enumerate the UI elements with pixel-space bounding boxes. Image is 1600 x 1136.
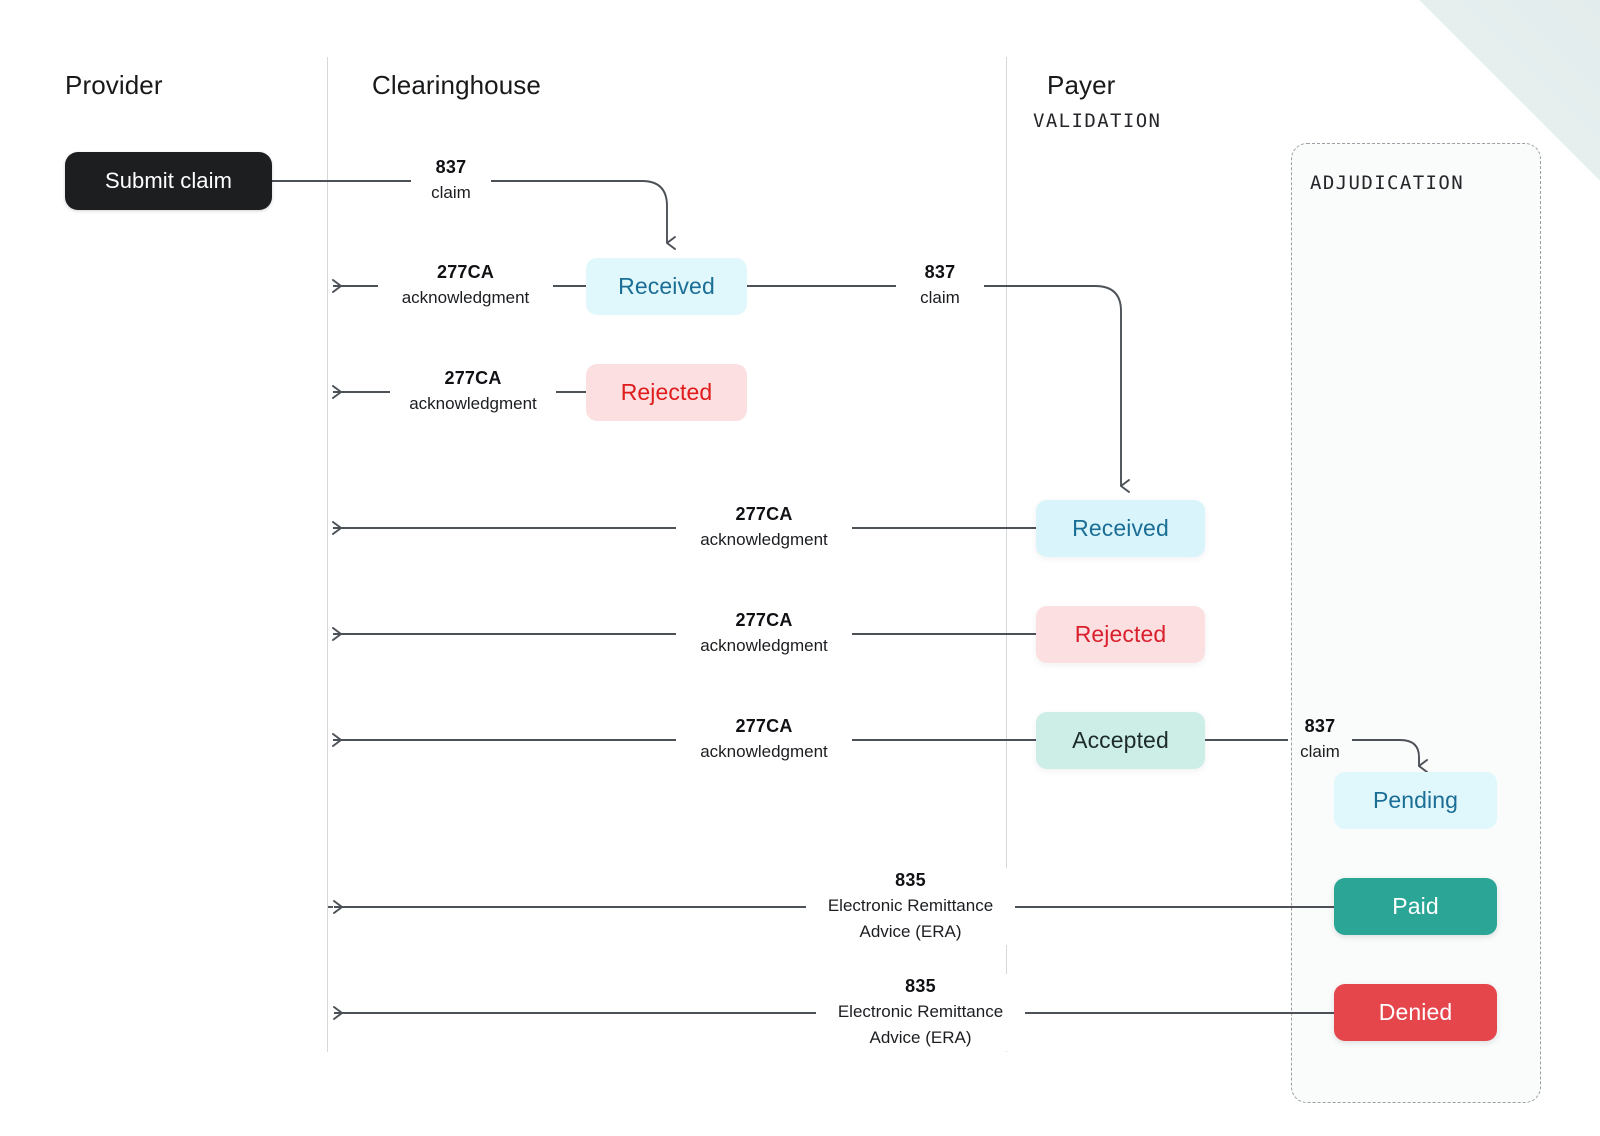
edge-label-277ca-ack-1: 277CA acknowledgment	[378, 260, 553, 311]
edge-desc: acknowledgment	[700, 636, 828, 655]
edge-label-277ca-ack-2: 277CA acknowledgment	[390, 366, 556, 417]
lane-divider-clearinghouse-payer	[1006, 57, 1007, 1052]
edge-label-837-claim-1: 837 claim	[411, 155, 491, 206]
edge-desc-line2: Advice (ERA)	[859, 922, 962, 941]
state-chip-payer-rejected[interactable]: Rejected	[1036, 606, 1205, 663]
edge-label-835-era-2: 835 Electronic Remittance Advice (ERA)	[816, 974, 1025, 1051]
lane-subtitle-validation: VALIDATION	[1033, 110, 1162, 132]
state-chip-payer-received[interactable]: Received	[1036, 500, 1205, 557]
edge-desc: Electronic Remittance	[837, 1002, 1004, 1021]
state-chip-adjudication-pending[interactable]: Pending	[1334, 772, 1497, 829]
edge-code: 277CA	[444, 368, 502, 388]
submit-claim-button[interactable]: Submit claim	[65, 152, 272, 210]
state-chip-clearinghouse-rejected[interactable]: Rejected	[586, 364, 747, 421]
state-chip-payer-accepted[interactable]: Accepted	[1036, 712, 1205, 769]
edge-desc: claim	[431, 183, 471, 202]
edge-label-277ca-ack-3: 277CA acknowledgment	[676, 502, 852, 553]
edge-code: 837	[435, 157, 467, 177]
edge-code: 837	[924, 262, 956, 282]
edge-desc: Electronic Remittance	[827, 896, 994, 915]
edge-label-277ca-ack-5: 277CA acknowledgment	[676, 714, 852, 765]
edge-desc: acknowledgment	[700, 742, 828, 761]
edge-label-835-era-1: 835 Electronic Remittance Advice (ERA)	[806, 868, 1015, 945]
lane-title-provider: Provider	[65, 70, 163, 100]
edge-code: 277CA	[735, 504, 793, 524]
edge-desc: claim	[1300, 742, 1340, 761]
edge-label-837-claim-3: 837 claim	[1288, 714, 1352, 765]
edge-desc: acknowledgment	[401, 288, 530, 307]
edge-code: 277CA	[436, 262, 495, 282]
lane-title-payer: Payer	[1047, 70, 1116, 100]
lane-title-clearinghouse: Clearinghouse	[372, 70, 541, 100]
edge-desc-line2: Advice (ERA)	[869, 1028, 972, 1047]
edge-code: 835	[905, 976, 936, 996]
adjudication-group-label: ADJUDICATION	[1310, 172, 1465, 194]
edge-desc: acknowledgment	[700, 530, 828, 549]
state-chip-adjudication-paid[interactable]: Paid	[1334, 878, 1497, 935]
edge-code: 277CA	[735, 610, 793, 630]
edge-code: 837	[1304, 716, 1336, 736]
state-chip-adjudication-denied[interactable]: Denied	[1334, 984, 1497, 1041]
lane-divider-provider-clearinghouse	[327, 57, 328, 1052]
edge-code: 277CA	[735, 716, 793, 736]
edge-code: 835	[895, 870, 926, 890]
edge-label-837-claim-2: 837 claim	[896, 260, 984, 311]
edge-desc: claim	[920, 288, 960, 307]
state-chip-clearinghouse-received[interactable]: Received	[586, 258, 747, 315]
adjudication-group-box	[1291, 143, 1541, 1103]
edge-desc: acknowledgment	[409, 394, 537, 413]
edge-label-277ca-ack-4: 277CA acknowledgment	[676, 608, 852, 659]
